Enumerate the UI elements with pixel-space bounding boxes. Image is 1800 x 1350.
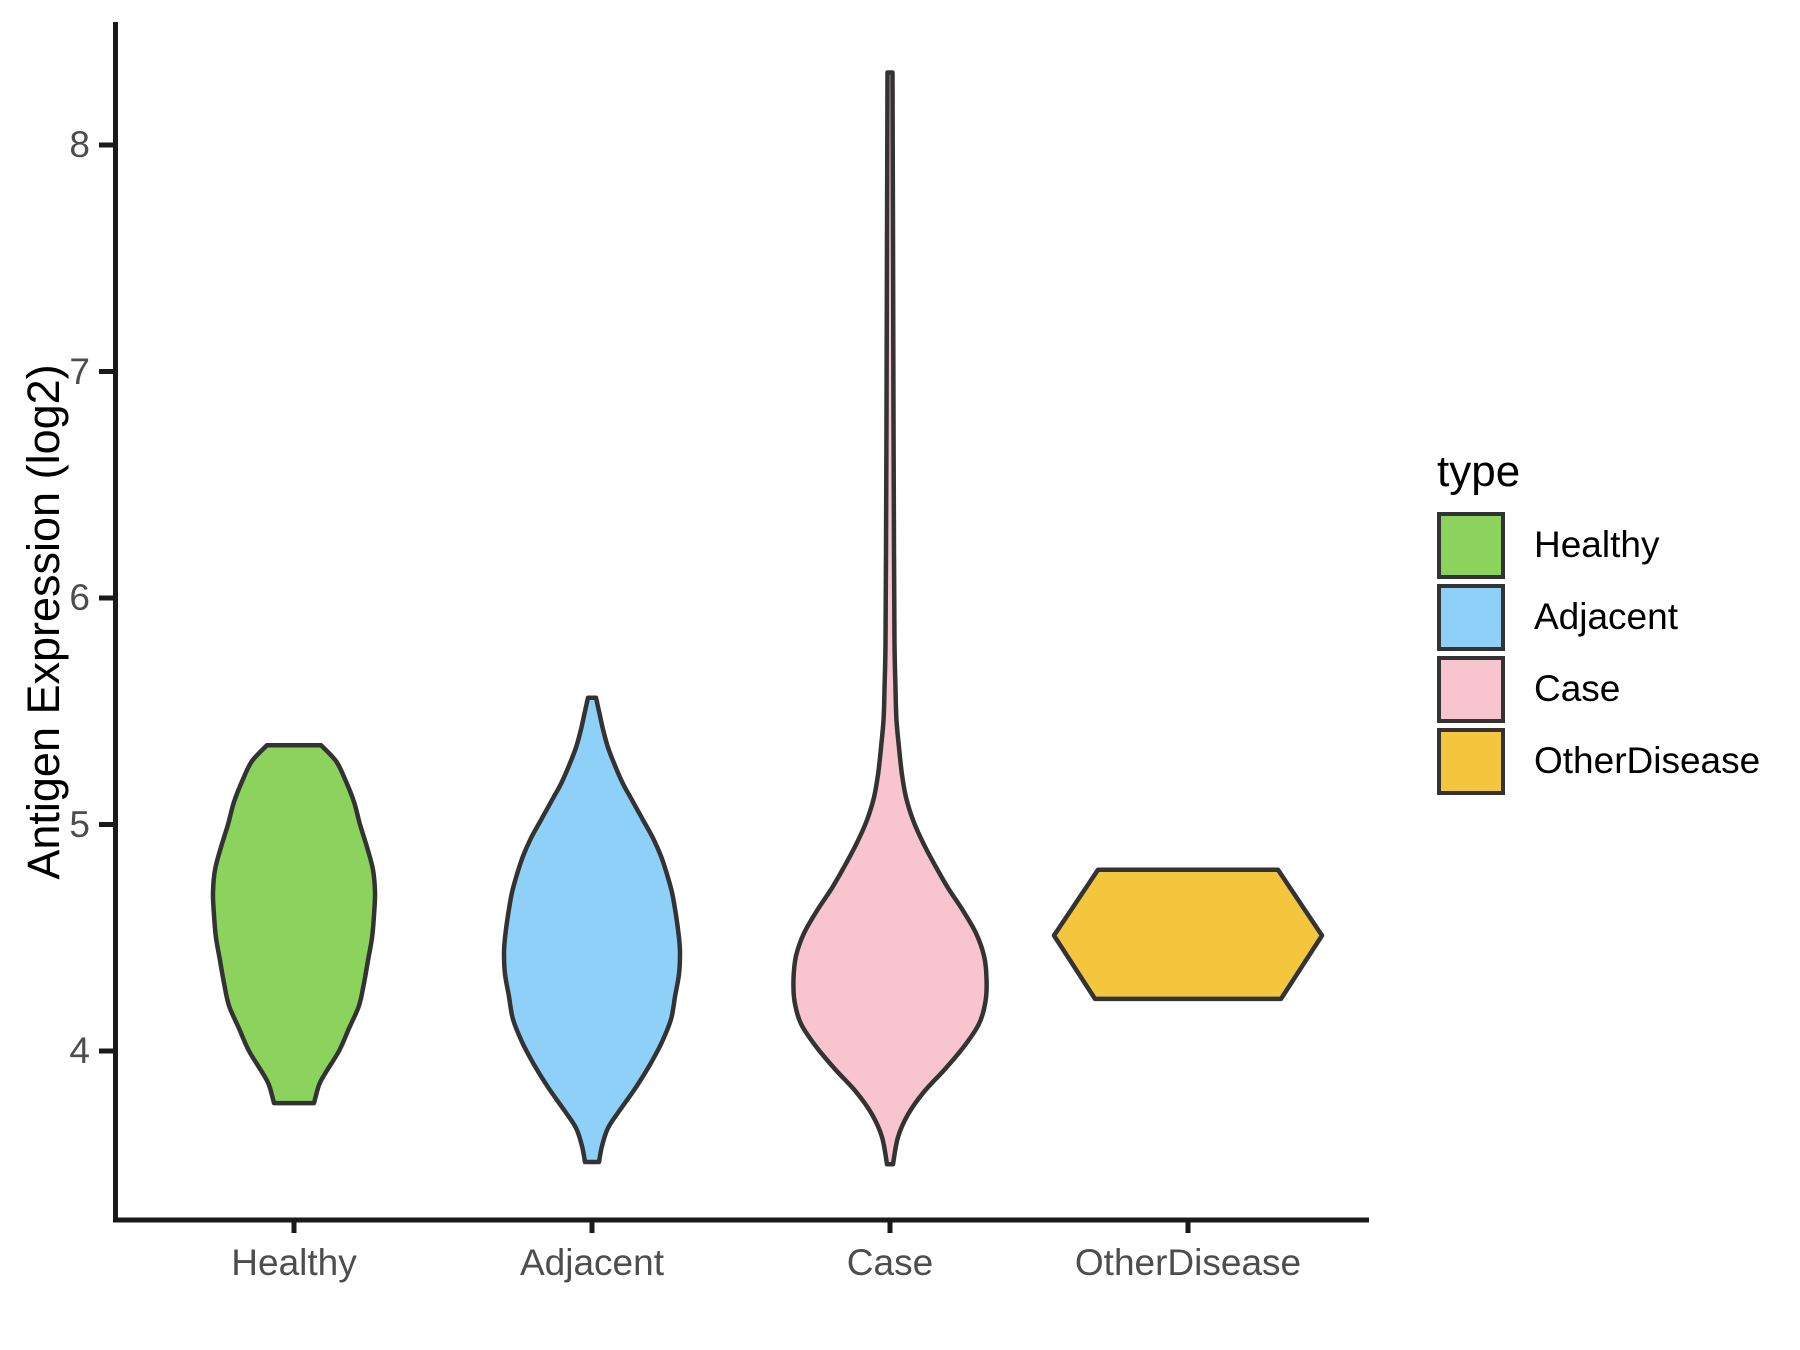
y-tick-label-8: 8: [69, 124, 90, 165]
violin-case: [791, 70, 989, 1167]
x-label-adjacent: Adjacent: [520, 1242, 664, 1283]
violin-healthy: [210, 742, 378, 1106]
violin-adjacent: [501, 695, 683, 1165]
y-tick-label-7: 7: [69, 350, 90, 392]
violin-otherdisease: [1051, 867, 1325, 1002]
violin-group: [210, 70, 1325, 1167]
y-tick-label-6: 6: [69, 577, 90, 618]
x-label-case: Case: [846, 1242, 934, 1283]
x-label-healthy: Healthy: [231, 1242, 357, 1283]
y-axis-title: Antigen Expression (log2): [18, 364, 69, 880]
tick-group: [99, 142, 1191, 1233]
y-tick-label-4: 4: [69, 1030, 90, 1071]
x-label-otherdisease: OtherDisease: [1074, 1242, 1302, 1283]
y-tick-label-5: 5: [69, 803, 90, 845]
